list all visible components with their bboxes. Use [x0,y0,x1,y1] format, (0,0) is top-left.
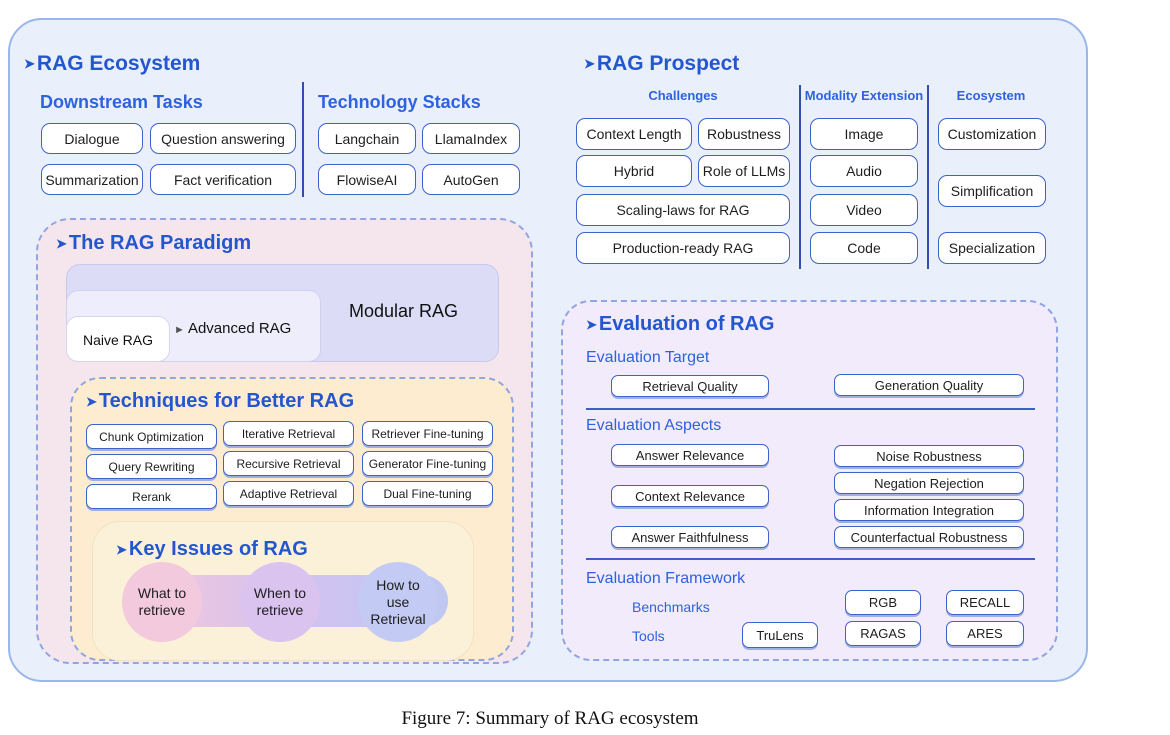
technique-chip: Retriever Fine-tuning [362,421,493,446]
ecosystem-column-title: Ecosystem [956,88,1026,103]
technique-chip: Rerank [86,484,217,509]
technique-chip: Query Rewriting [86,454,217,479]
ecosystem-chip: Specialization [938,232,1046,264]
divider [586,558,1035,560]
techniques-title: ➤Techniques for Better RAG [86,390,355,412]
downstream-tasks-title: Downstream Tasks [40,92,203,112]
tools-label: Tools [632,628,665,644]
task-chip: Dialogue [41,123,143,154]
aspect-chip: Answer Faithfulness [611,526,769,548]
target-chip: Retrieval Quality [611,375,769,397]
task-chip: Summarization [41,164,143,195]
stack-chip: LlamaIndex [422,123,520,154]
double-chevron-icon: ➤ [56,235,67,251]
modality-chip: Image [810,118,918,150]
challenge-chip: Context Length [576,118,692,150]
aspect-chip: Negation Rejection [834,472,1024,494]
ecosystem-chip: Customization [938,118,1046,150]
evaluation-framework-title: Evaluation Framework [586,570,746,587]
prospect-title: ➤RAG Prospect [584,52,740,75]
challenge-chip: Role of LLMs [698,155,790,187]
aspect-chip: Counterfactual Robustness [834,526,1024,548]
divider [927,85,929,269]
technique-chip: Chunk Optimization [86,424,217,449]
double-chevron-icon: ➤ [86,393,97,409]
task-chip: Fact verification [150,164,296,195]
ecosystem-title: ➤RAG Ecosystem [24,52,201,75]
benchmarks-label: Benchmarks [632,599,710,615]
framework-chip: ARES [946,621,1024,646]
double-chevron-icon: ➤ [586,316,597,332]
task-chip: Question answering [150,123,296,154]
challenge-chip: Production-ready RAG [576,232,790,264]
ecosystem-chip: Simplification [938,175,1046,207]
challenges-title: Challenges [648,88,718,103]
technique-chip: Adaptive Retrieval [223,481,354,506]
challenge-chip: Hybrid [576,155,692,187]
aspect-chip: Information Integration [834,499,1024,521]
modality-chip: Audio [810,155,918,187]
modality-extension-title: Modality Extension [804,88,924,103]
arrow-icon: ► [174,324,188,336]
double-chevron-icon: ➤ [116,541,127,557]
advanced-rag-label: ► Advanced RAG [174,320,292,337]
target-chip: Generation Quality [834,374,1024,396]
evaluation-target-title: Evaluation Target [586,349,710,366]
framework-chip: TruLens [742,622,818,648]
naive-rag-box [66,316,170,362]
figure-caption: Figure 7: Summary of RAG ecosystem [401,708,699,729]
divider [302,82,304,197]
framework-chip: RECALL [946,590,1024,615]
technique-chip: Iterative Retrieval [223,421,354,446]
issue-circle: How to use Retrieval [358,562,438,642]
stack-chip: FlowiseAI [318,164,416,195]
stack-chip: Langchain [318,123,416,154]
modality-chip: Code [810,232,918,264]
modular-rag-label: Modular RAG [349,301,459,321]
aspect-chip: Context Relevance [611,485,769,507]
issue-circle: What to retrieve [122,562,202,642]
divider [799,85,801,269]
modality-chip: Video [810,194,918,226]
double-chevron-icon: ➤ [584,56,595,71]
evaluation-title: ➤Evaluation of RAG [586,313,775,335]
aspect-chip: Answer Relevance [611,444,769,466]
stack-chip: AutoGen [422,164,520,195]
framework-chip: RAGAS [845,621,921,646]
technique-chip: Recursive Retrieval [223,451,354,476]
paradigm-title: ➤The RAG Paradigm [56,232,252,254]
challenge-chip: Scaling-laws for RAG [576,194,790,226]
divider [586,408,1035,410]
aspect-chip: Noise Robustness [834,445,1024,467]
technique-chip: Generator Fine-tuning [362,451,493,476]
issue-circle: When to retrieve [240,562,320,642]
naive-rag-label: Naive RAG [83,332,154,348]
technology-stacks-title: Technology Stacks [318,92,481,112]
double-chevron-icon: ➤ [24,56,35,71]
key-issues-title: ➤Key Issues of RAG [116,538,308,560]
technique-chip: Dual Fine-tuning [362,481,493,506]
evaluation-aspects-title: Evaluation Aspects [586,417,722,434]
challenge-chip: Robustness [698,118,790,150]
framework-chip: RGB [845,590,921,615]
